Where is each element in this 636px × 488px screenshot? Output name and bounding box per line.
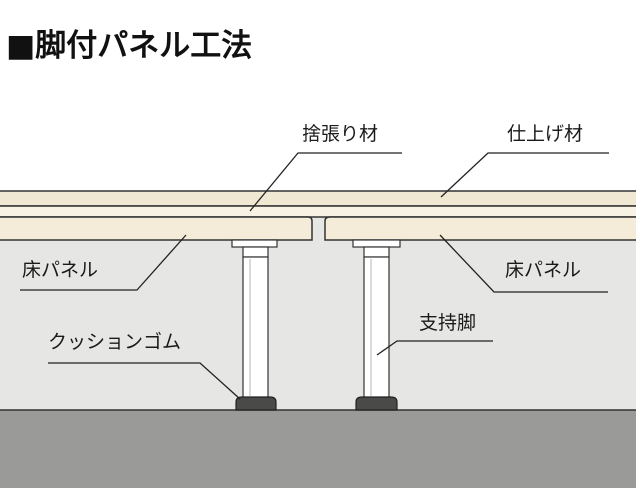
- subfloor-layer: [0, 205, 636, 218]
- leader-finish: [440, 152, 609, 198]
- leader-panel-right: [439, 234, 608, 293]
- label-finish: 仕上げ材: [507, 123, 583, 145]
- label-support: 支持脚: [419, 312, 476, 334]
- label-cushion: クッションゴム: [48, 331, 181, 353]
- floor-panel-right: [324, 216, 636, 241]
- support-leg-right: [352, 239, 401, 399]
- finish-layer: [0, 190, 636, 207]
- support-leg-left: [231, 239, 278, 399]
- leader-support: [376, 340, 493, 356]
- label-panel-left: 床パネル: [22, 259, 98, 281]
- floor-panel-left: [0, 216, 313, 241]
- leader-subfloor: [249, 152, 402, 212]
- leader-panel-left: [20, 234, 187, 291]
- label-subfloor: 捨張り材: [302, 123, 378, 145]
- label-panel-right: 床パネル: [505, 259, 581, 281]
- diagram-title: ■脚付パネル工法: [6, 28, 252, 64]
- leader-cushion: [48, 362, 241, 400]
- cushion-rubber-right: [355, 396, 398, 411]
- cushion-rubber-left: [235, 396, 277, 411]
- concrete-slab: [0, 410, 636, 488]
